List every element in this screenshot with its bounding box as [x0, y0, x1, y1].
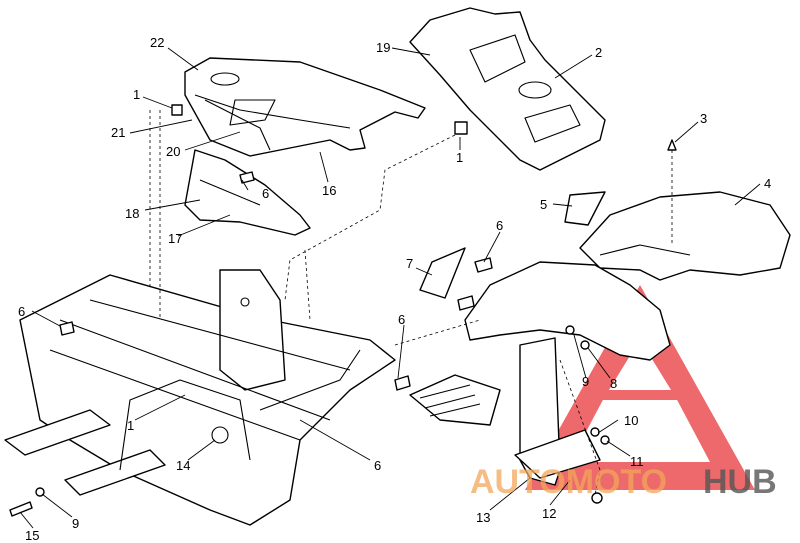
- callout-19: 19: [376, 40, 390, 55]
- callout-6b: 6: [496, 218, 503, 233]
- callout-9b: 9: [72, 516, 79, 531]
- callout-1a: 1: [133, 87, 140, 102]
- callout-4: 4: [764, 176, 771, 191]
- decal-7: [419, 247, 466, 299]
- callout-6a: 6: [262, 186, 269, 201]
- callout-6c: 6: [18, 304, 25, 319]
- assembly-lines: [149, 110, 673, 496]
- vehicle-frame: [4, 269, 396, 526]
- watermark-text-automoto: AUTOMOTO: [470, 463, 667, 501]
- callout-17: 17: [168, 231, 182, 246]
- front-fender: [464, 261, 671, 486]
- small-fasteners: [9, 104, 677, 517]
- rear-fender: [579, 191, 791, 281]
- callout-labels: 22 19 2 1 21 20 16 6 18 17 1 3 4 5 6 7 6…: [18, 35, 771, 543]
- callout-7: 7: [406, 256, 413, 271]
- callout-8: 8: [610, 376, 617, 391]
- callout-11: 11: [630, 454, 644, 469]
- side-panel: [184, 149, 311, 236]
- callout-13: 13: [476, 510, 490, 525]
- callout-21: 21: [111, 125, 125, 140]
- callout-1c: 1: [127, 418, 134, 433]
- callout-5: 5: [540, 197, 547, 212]
- callout-1b: 1: [456, 150, 463, 165]
- callout-12: 12: [542, 506, 556, 521]
- callout-22: 22: [150, 35, 164, 50]
- footrest-plate: [409, 374, 501, 426]
- callout-15: 15: [25, 528, 39, 543]
- rear-panel: [409, 7, 606, 171]
- callout-9a: 9: [582, 374, 589, 389]
- callout-2: 2: [595, 45, 602, 60]
- callout-14: 14: [176, 458, 190, 473]
- callout-6d: 6: [398, 312, 405, 327]
- front-hood-panel: [184, 57, 426, 157]
- callout-20: 20: [166, 144, 180, 159]
- callout-18: 18: [125, 206, 139, 221]
- watermark-text-hub: HUB: [703, 463, 777, 501]
- decal-5: [564, 191, 606, 226]
- watermark-text: AUTOMOTO HUB: [470, 463, 777, 501]
- callout-16: 16: [322, 183, 336, 198]
- callout-6e: 6: [374, 458, 381, 473]
- leader-lines: [19, 47, 761, 529]
- callout-10: 10: [624, 413, 638, 428]
- callout-3: 3: [700, 111, 707, 126]
